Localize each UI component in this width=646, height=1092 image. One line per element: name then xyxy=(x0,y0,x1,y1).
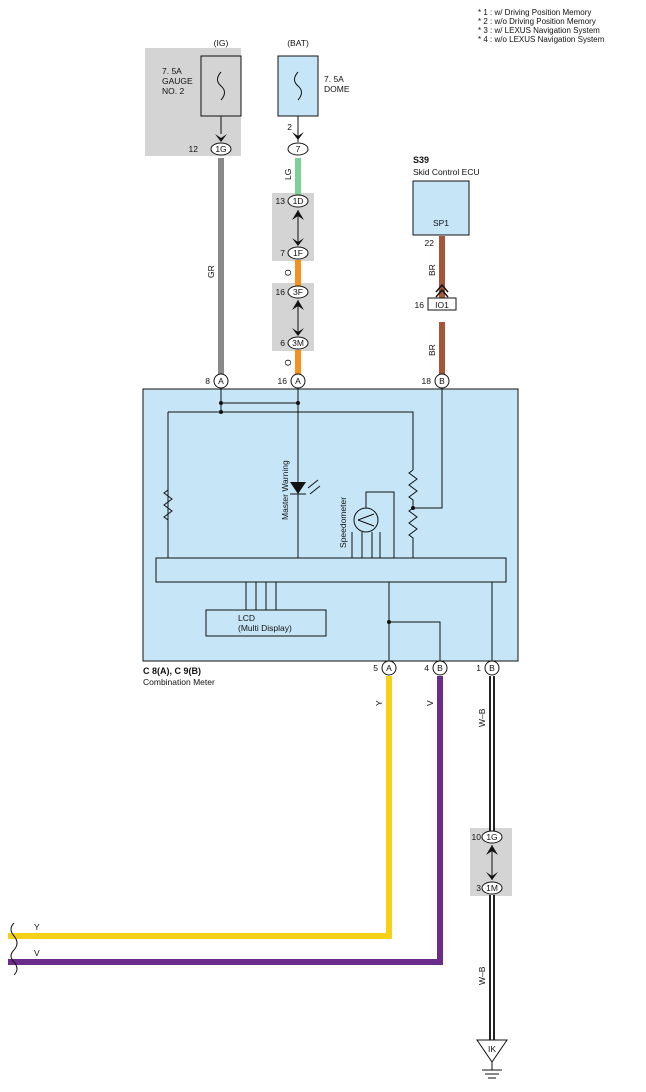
connector-pins xyxy=(210,142,503,895)
legend-item: * 3 : w/ LEXUS Navigation System xyxy=(478,26,600,35)
pin-label: 13 xyxy=(276,196,286,206)
speedometer-label: Speedometer xyxy=(338,497,348,548)
pin-label: 16 xyxy=(276,287,286,297)
wire-v xyxy=(8,676,443,965)
wire-end-label-y: Y xyxy=(34,922,40,932)
pin-label: 1 xyxy=(476,663,481,673)
ecu-name: Skid Control ECU xyxy=(413,167,480,177)
connector-label: 1G xyxy=(486,832,497,842)
ecu-code: S39 xyxy=(413,155,429,165)
connector-label: B xyxy=(437,663,443,673)
pin-label: 12 xyxy=(189,144,199,154)
wire-label-o: O xyxy=(283,359,293,366)
connector-label: 1M xyxy=(486,883,498,893)
pin-label: 7 xyxy=(280,248,285,258)
connector-label: 1G xyxy=(215,144,226,154)
connector-label: B xyxy=(489,663,495,673)
pin-label: 3 xyxy=(476,883,481,893)
wire-end-label-v: V xyxy=(34,948,40,958)
wire-label-br: BR xyxy=(427,264,437,276)
wires xyxy=(8,158,495,1040)
fuse-ig-number: NO. 2 xyxy=(162,86,184,96)
pin-label: 5 xyxy=(373,663,378,673)
connector-label: A xyxy=(386,663,392,673)
lcd-sublabel: (Multi Display) xyxy=(238,623,292,633)
connector-label: 1F xyxy=(293,248,303,258)
wire-label-wb: W–B xyxy=(477,966,487,985)
master-warning-label: Master Warning xyxy=(280,460,290,520)
ground-label: IK xyxy=(488,1044,496,1054)
wire-break-left xyxy=(10,922,18,976)
meter-code: C 8(A), C 9(B) xyxy=(143,666,201,676)
pin-label: 22 xyxy=(425,238,435,248)
legend-item: * 4 : w/o LEXUS Navigation System xyxy=(478,35,605,44)
connector-label: A xyxy=(218,376,224,386)
connector-label: A xyxy=(295,376,301,386)
fuse-bat-source: (BAT) xyxy=(287,38,309,48)
pin-label: 16 xyxy=(415,300,425,310)
fuse-bat xyxy=(277,55,319,142)
connector-label: B xyxy=(439,376,445,386)
pin-label: 10 xyxy=(472,832,482,842)
meter-name: Combination Meter xyxy=(143,677,215,687)
wire-label-lg: LG xyxy=(283,169,293,180)
fuse-bat-rating: 7. 5A xyxy=(324,74,344,84)
connector-arrows xyxy=(215,132,498,880)
pin-label: 2 xyxy=(287,122,292,132)
fuse-bat-name: DOME xyxy=(324,84,350,94)
ground-symbol xyxy=(476,1039,508,1079)
wire-label-v: V xyxy=(425,700,435,706)
ecu-terminal: SP1 xyxy=(433,218,449,228)
fuse-ig-rating: 7. 5A xyxy=(162,66,182,76)
lcd-label: LCD xyxy=(238,613,255,623)
wire-label-gr: GR xyxy=(206,265,216,278)
pin-label: 8 xyxy=(205,376,210,386)
pin-label: 6 xyxy=(280,338,285,348)
fuse-ig-source: (IG) xyxy=(214,38,229,48)
connector-label: IO1 xyxy=(435,300,449,310)
fuse-ig-name: GAUGE xyxy=(162,76,193,86)
connector-label: 3F xyxy=(293,287,303,297)
wire-label-wb: W–B xyxy=(477,708,487,727)
ecu-box xyxy=(412,180,470,236)
meter-box xyxy=(142,388,519,662)
pin-label: 18 xyxy=(422,376,432,386)
fuse-ig xyxy=(200,55,242,134)
wire-label-o: O xyxy=(283,269,293,276)
legend-item: * 1 : w/ Driving Position Memory xyxy=(478,8,592,17)
wire-label-y: Y xyxy=(374,700,384,706)
legend: * 1 : w/ Driving Position Memory * 2 : w… xyxy=(478,8,604,44)
connector-label: 3M xyxy=(292,338,304,348)
pin-label: 16 xyxy=(278,376,288,386)
connector-label: 7 xyxy=(296,144,301,154)
pin-label: 4 xyxy=(424,663,429,673)
wire-label-br: BR xyxy=(427,344,437,356)
legend-item: * 2 : w/o Driving Position Memory xyxy=(478,17,596,26)
connector-label: 1D xyxy=(293,196,304,206)
wire-y xyxy=(8,676,392,939)
meter-internal-circuit xyxy=(155,389,507,661)
